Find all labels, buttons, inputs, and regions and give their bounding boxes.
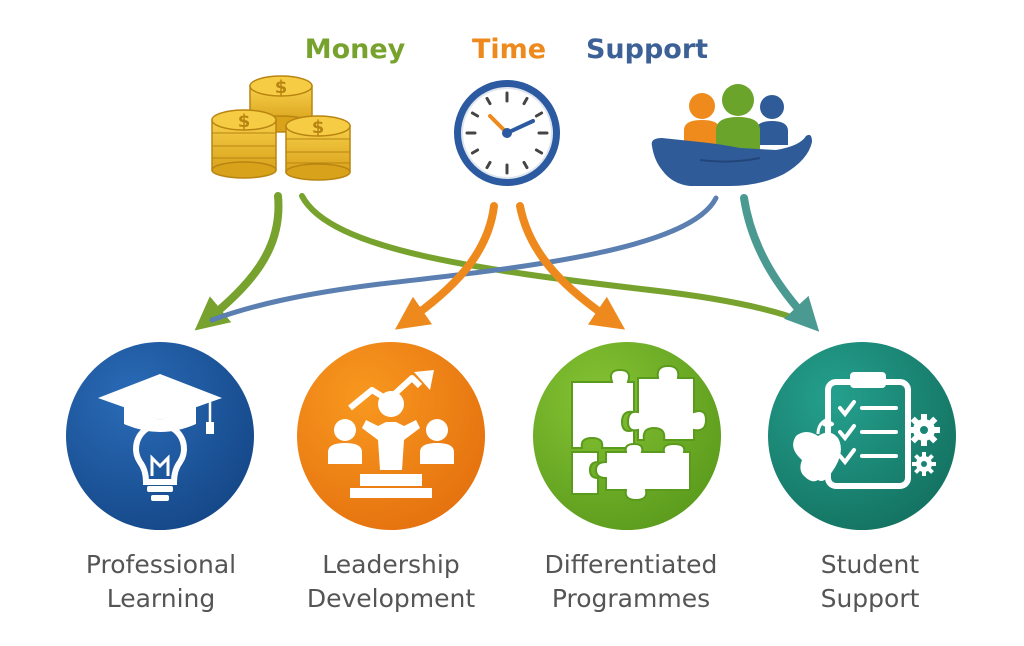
arrow-money-to-student-support xyxy=(299,193,808,325)
outcome-student-support xyxy=(768,342,956,530)
arrow-support-to-professional-learning xyxy=(209,195,719,323)
outcome-label-professional-learning: Professional Learning xyxy=(41,548,281,616)
outcome-label-line1: Differentiated xyxy=(544,550,718,579)
flow-arrows xyxy=(194,192,820,332)
resource-label-money: Money xyxy=(304,34,406,65)
outcome-label-student-support: Student Support xyxy=(750,548,990,616)
person-center xyxy=(716,84,760,150)
hand-people-icon xyxy=(651,84,812,186)
coin-stack-right: $ xyxy=(285,115,351,181)
outcome-label-line2: Programmes xyxy=(551,584,711,613)
outcome-differentiated-programmes xyxy=(533,342,721,530)
arrow-money-to-professional-learning xyxy=(194,192,283,331)
puzzle-pieces-icon xyxy=(571,364,708,502)
apple-icon xyxy=(793,418,841,482)
outcome-label-differentiated-programmes: Differentiated Programmes xyxy=(511,548,751,616)
person-left xyxy=(684,93,720,145)
arrow-support-to-student-support xyxy=(740,194,820,332)
resource-label-time: Time xyxy=(471,34,547,65)
arrow-time-to-leadership-development xyxy=(394,202,498,330)
resource-label-support: Support xyxy=(585,34,709,65)
arrow-time-to-differentiated-programmes xyxy=(516,202,626,330)
outcome-label-line1: Leadership xyxy=(322,550,460,579)
graduation-cap-lightbulb-icon xyxy=(98,374,222,501)
checklist-lines xyxy=(838,400,898,466)
clock-ticks xyxy=(465,91,549,175)
outcome-professional-learning xyxy=(66,342,254,530)
gear-icon xyxy=(908,414,940,476)
outcome-leadership-development xyxy=(297,342,485,530)
svg-text:$: $ xyxy=(312,117,325,138)
outcome-label-line2: Support xyxy=(820,584,920,613)
outcome-label-line1: Student xyxy=(820,550,920,579)
leader-team-growth-icon xyxy=(328,370,454,498)
clipboard-apple-gear-icon xyxy=(793,372,940,489)
outcome-label-line2: Learning xyxy=(106,584,216,613)
coin-stack-icon: $ $ $ xyxy=(211,75,351,181)
person-right xyxy=(756,95,788,145)
outcome-label-line1: Professional xyxy=(85,550,237,579)
svg-text:$: $ xyxy=(238,111,251,132)
outcome-label-line2: Development xyxy=(306,584,476,613)
svg-text:$: $ xyxy=(275,77,288,98)
clock-icon xyxy=(454,80,560,186)
outcome-label-leadership-development: Leadership Development xyxy=(271,548,511,616)
coin-stack-left: $ xyxy=(211,109,277,179)
